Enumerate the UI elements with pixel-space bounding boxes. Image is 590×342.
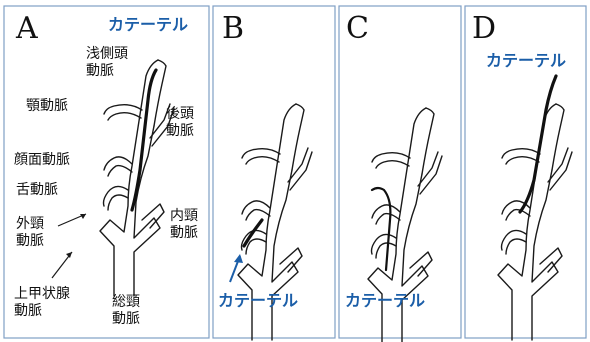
panel-d-catheter-line xyxy=(520,76,556,212)
panel-c-catheter-line xyxy=(372,188,390,270)
occipital-artery-label: 後頭 動脈 xyxy=(166,106,194,140)
panel-b-catheter-line xyxy=(244,220,262,246)
panel-b-letter: B xyxy=(222,14,244,44)
panel-d-vessels xyxy=(498,104,572,340)
panel-a-vessels xyxy=(100,60,174,296)
internal-carotid-artery-label: 内頸 動脈 xyxy=(170,208,198,242)
panel-c-letter: C xyxy=(346,14,369,44)
panel-d-letter: D xyxy=(472,14,496,44)
panel-d-catheter-label: カテーテル xyxy=(486,52,566,70)
superior-thyroid-artery-label: 上甲状腺 動脈 xyxy=(14,286,70,320)
panel-c-catheter-label: カテーテル xyxy=(345,292,425,310)
common-carotid-artery-label: 総頸 動脈 xyxy=(112,294,140,328)
panel-b-catheter-label: カテーテル xyxy=(218,292,298,310)
panel-a-catheter-label: カテーテル xyxy=(108,16,188,34)
panel-b-frame xyxy=(213,6,335,338)
panel-c-frame xyxy=(339,6,461,338)
superior-thyroid-arrowhead xyxy=(66,252,72,258)
external-carotid-artery-label: 外頸 動脈 xyxy=(16,216,44,250)
panel-a-letter: A xyxy=(16,14,38,44)
lingual-artery-label: 舌動脈 xyxy=(16,182,58,199)
facial-artery-label: 顔面動脈 xyxy=(14,152,70,169)
panel-b-catheter-arrowhead xyxy=(234,254,243,263)
maxillary-artery-label: 顎動脈 xyxy=(26,98,68,115)
superficial-temporal-artery-label: 浅側頭 動脈 xyxy=(86,46,128,80)
